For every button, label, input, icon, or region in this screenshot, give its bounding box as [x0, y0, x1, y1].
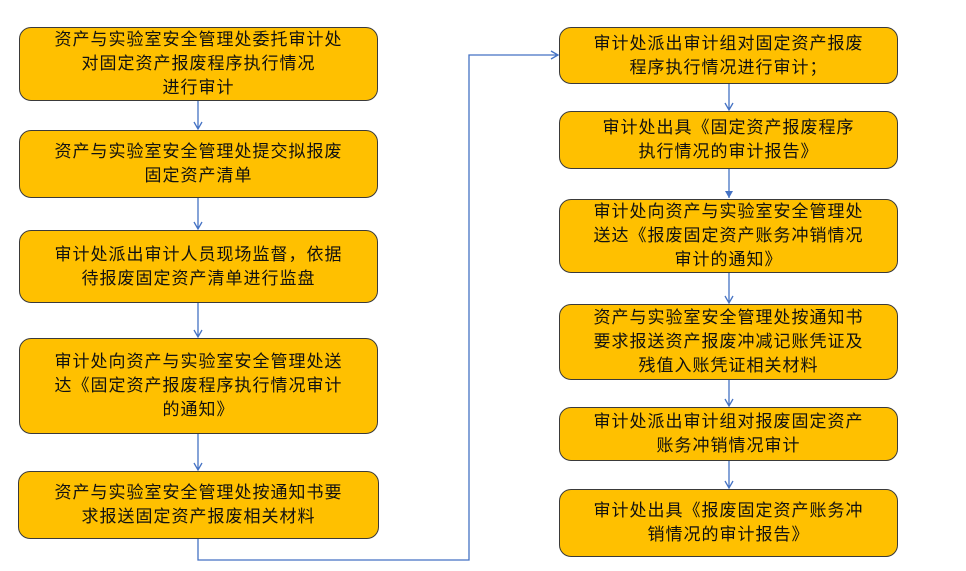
arrow-r1-r2 — [724, 84, 734, 112]
step-text: 资产与实验室安全管理处提交拟报废 — [54, 142, 343, 162]
step-text: 审计处派出审计人员现场监督，依据 — [54, 244, 343, 265]
step-text: 审计处出具《固定资产报废程序 — [602, 118, 855, 138]
arrow-r5-r6 — [724, 461, 734, 490]
step-text: 程序执行情况进行审计； — [629, 57, 828, 78]
connector-left-to-right — [197, 50, 560, 561]
step-text: 待报废固定资产清单进行监盘 — [81, 268, 316, 289]
arrowhead-r2-r3 — [725, 191, 733, 198]
arrow-r4-r5 — [724, 380, 734, 408]
step-text: 的通知》 — [162, 400, 235, 420]
step-text: 达《固定资产报废程序执行情况审计 — [54, 376, 343, 396]
step-text: 审计处出具《报废固定资产账务冲 — [593, 501, 864, 521]
step-r2: 审计处出具《固定资产报废程序 执行情况的审计报告》 — [559, 111, 898, 169]
step-text: 要求报送资产报废冲减记账凭证及 — [593, 332, 864, 352]
step-r4: 资产与实验室安全管理处按通知书 要求报送资产报废冲减记账凭证及 残值入账凭证相关… — [559, 304, 898, 380]
step-text: 送达《报废固定资产账务冲销情况 — [593, 226, 864, 246]
step-l2: 资产与实验室安全管理处提交拟报废 固定资产清单 — [19, 130, 378, 198]
step-text: 账务冲销情况审计 — [656, 436, 801, 456]
step-r5: 审计处派出审计组对报废固定资产 账务冲销情况审计 — [559, 407, 898, 461]
arrow-l1-l2 — [193, 101, 203, 131]
arrow-l4-l5 — [193, 434, 203, 472]
step-text: 资产与实验室安全管理处按通知书要 — [54, 483, 343, 503]
step-r3: 审计处向资产与实验室安全管理处 送达《报废固定资产账务冲销情况 审计的通知》 — [559, 199, 898, 273]
step-text: 审计处派出审计组对固定资产报废 — [593, 33, 864, 54]
step-text: 资产与实验室安全管理处按通知书 — [593, 308, 864, 328]
step-l3: 审计处派出审计人员现场监督，依据 待报废固定资产清单进行监盘 — [19, 230, 378, 303]
step-l1: 资产与实验室安全管理处委托审计处 对固定资产报废程序执行情况 进行审计 — [19, 27, 378, 101]
step-text: 求报送固定资产报废相关材料 — [81, 507, 316, 527]
step-r1: 审计处派出审计组对固定资产报废 程序执行情况进行审计； — [559, 27, 898, 84]
step-text: 审计的通知》 — [674, 250, 783, 270]
step-text: 进行审计 — [162, 78, 235, 98]
step-text: 审计处派出审计组对报废固定资产 — [593, 412, 864, 432]
step-text: 销情况的审计报告》 — [647, 525, 810, 545]
step-text: 固定资产清单 — [144, 166, 253, 186]
step-text: 对固定资产报废程序执行情况 — [81, 54, 316, 74]
step-text: 审计处向资产与实验室安全管理处送 — [54, 352, 343, 372]
step-text: 残值入账凭证相关材料 — [638, 356, 819, 376]
arrow-l2-l3 — [193, 198, 203, 231]
step-l4: 审计处向资产与实验室安全管理处送 达《固定资产报废程序执行情况审计 的通知》 — [19, 338, 378, 434]
step-text: 执行情况的审计报告》 — [638, 142, 819, 162]
arrow-l3-l4 — [193, 303, 203, 339]
step-l5: 资产与实验室安全管理处按通知书要 求报送固定资产报废相关材料 — [18, 471, 379, 539]
step-text: 资产与实验室安全管理处委托审计处 — [54, 30, 343, 50]
step-r6: 审计处出具《报废固定资产账务冲 销情况的审计报告》 — [559, 489, 898, 557]
arrow-r3-r4 — [724, 273, 734, 305]
step-text: 审计处向资产与实验室安全管理处 — [593, 202, 864, 222]
